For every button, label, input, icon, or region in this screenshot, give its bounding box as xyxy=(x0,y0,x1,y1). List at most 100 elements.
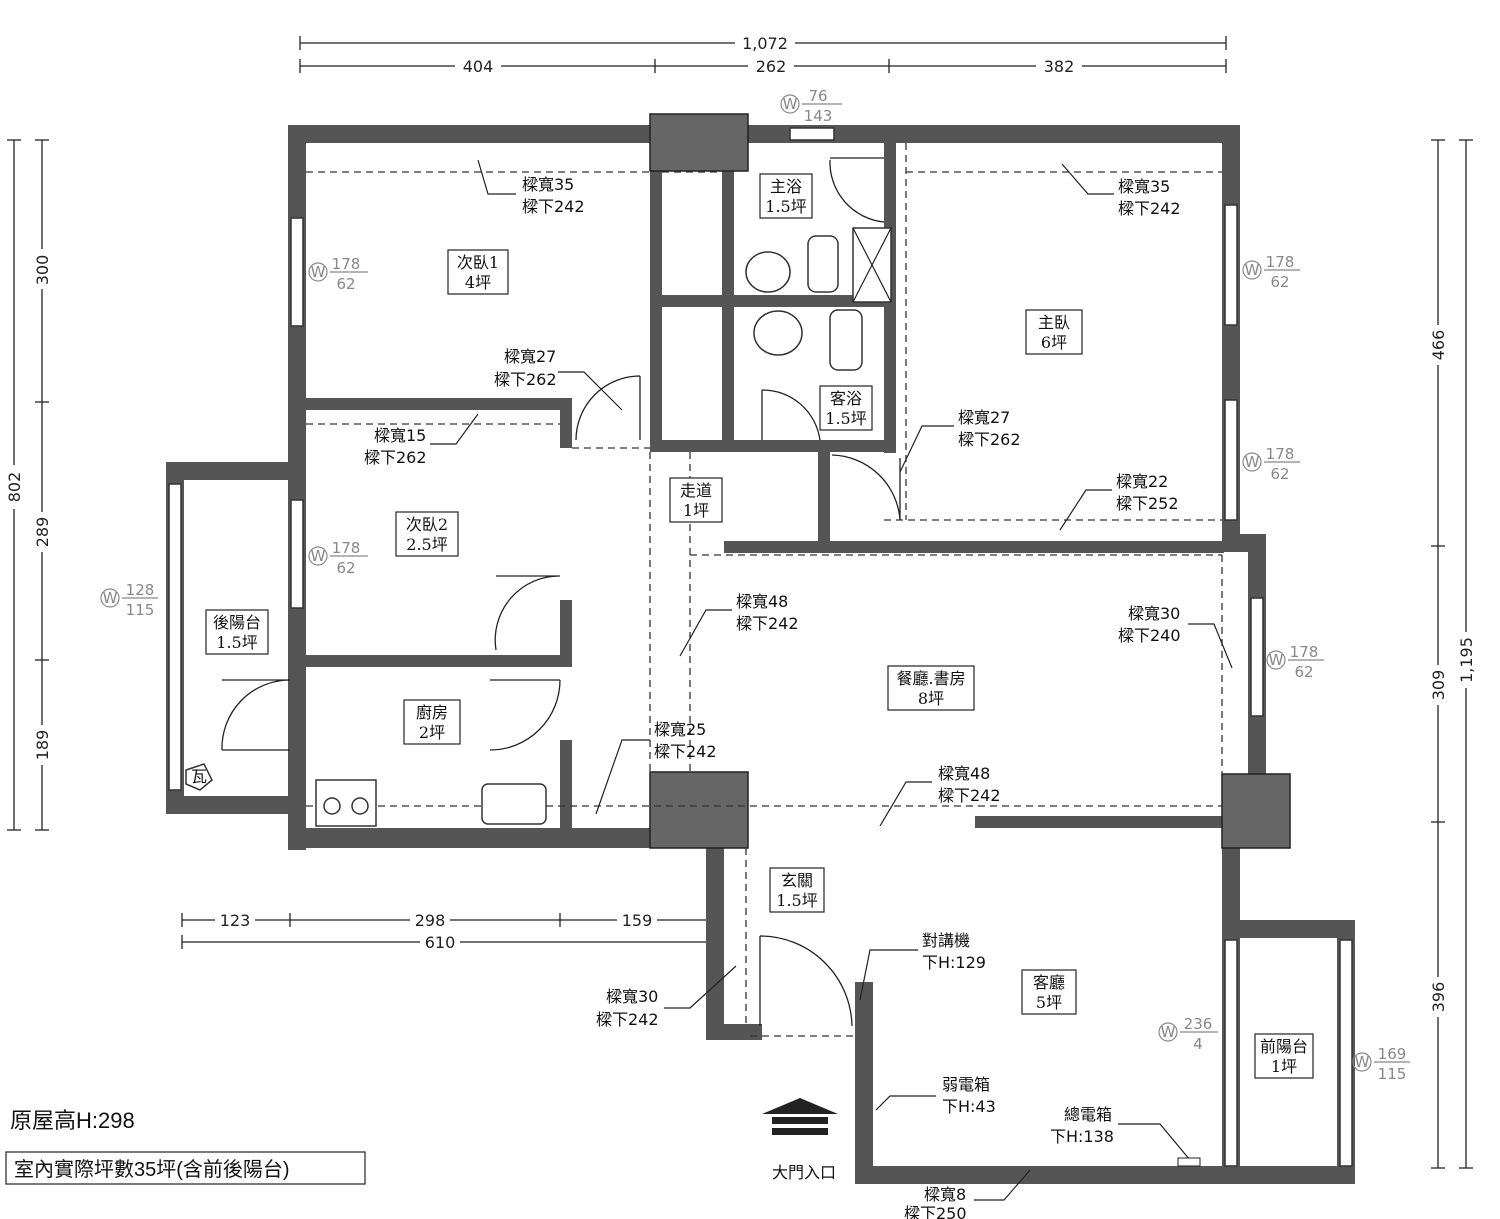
svg-text:128: 128 xyxy=(126,581,155,599)
svg-text:樑寬48: 樑寬48 xyxy=(736,592,788,611)
dim-right-seg-3: 396 xyxy=(1429,982,1448,1013)
window-label: W 178 62 xyxy=(308,539,368,577)
room-area: 1.5坪 xyxy=(765,197,806,216)
svg-text:W: W xyxy=(311,263,326,281)
room-back-balcony[interactable]: 後陽台 1.5坪 xyxy=(205,609,269,655)
room-name: 前陽台 xyxy=(1260,1037,1308,1056)
svg-text:W: W xyxy=(1269,651,1284,669)
window-label: W 169 115 xyxy=(1352,1045,1410,1083)
window-label: W 178 62 xyxy=(1242,253,1300,291)
room-bedroom1[interactable]: 次臥1 4坪 xyxy=(447,249,509,295)
weak-box-label: 弱電箱 xyxy=(942,1075,990,1094)
svg-text:W: W xyxy=(783,95,798,113)
svg-text:樑下240: 樑下240 xyxy=(1118,626,1181,645)
svg-text:178: 178 xyxy=(332,255,361,273)
dimension-lines: 1,072 404 262 382 802 300 289 189 xyxy=(5,33,1476,1169)
window-labels: W 76 143 W 178 62 W 178 62 W 178 62 xyxy=(100,87,1410,1083)
ceiling-height-note: 原屋高H:298 xyxy=(10,1108,135,1133)
svg-text:樑下262: 樑下262 xyxy=(958,430,1021,449)
room-name: 餐廳.書房 xyxy=(896,669,965,688)
svg-text:樑寬35: 樑寬35 xyxy=(1118,177,1170,196)
dim-top-seg-3: 382 xyxy=(1044,57,1075,76)
total-area-note: 室內實際坪數35坪(含前後陽台) xyxy=(14,1158,290,1181)
svg-text:樑下262: 樑下262 xyxy=(494,370,557,389)
svg-text:W: W xyxy=(103,589,118,607)
beam-label: 樑寬27 樑下262 xyxy=(494,347,623,411)
svg-text:178: 178 xyxy=(1290,643,1319,661)
svg-text:樑下250: 樑下250 xyxy=(904,1204,967,1219)
svg-text:W: W xyxy=(1245,453,1260,471)
room-bath-guest[interactable]: 客浴 1.5坪 xyxy=(819,385,873,431)
window-label: W 236 4 xyxy=(1158,1015,1218,1053)
beam-lines xyxy=(306,143,1223,1037)
svg-text:樑寬22: 樑寬22 xyxy=(1116,472,1168,491)
svg-text:樑下242: 樑下242 xyxy=(654,742,717,761)
room-bedroom2[interactable]: 次臥2 2.5坪 xyxy=(395,511,459,557)
dim-left-seg-2: 289 xyxy=(33,517,52,548)
svg-text:樑下262: 樑下262 xyxy=(364,448,427,467)
intercom-label: 對講機 xyxy=(922,931,970,950)
room-name: 廚房 xyxy=(416,703,448,722)
room-area: 1.5坪 xyxy=(825,409,866,428)
doors xyxy=(221,157,901,1027)
room-area: 2.5坪 xyxy=(406,535,447,554)
dim-bottom-seg-3: 159 xyxy=(622,911,653,930)
room-area: 1坪 xyxy=(683,501,709,520)
svg-text:115: 115 xyxy=(1378,1065,1407,1083)
svg-text:樑寬35: 樑寬35 xyxy=(522,175,574,194)
svg-text:169: 169 xyxy=(1378,1045,1407,1063)
gas-meter-icon: 瓦 xyxy=(191,767,207,786)
dim-left-seg-1: 300 xyxy=(33,255,52,286)
svg-text:W: W xyxy=(311,547,326,565)
svg-text:樑寬27: 樑寬27 xyxy=(504,347,556,366)
beam-label: 樑寬48 樑下242 xyxy=(879,764,1001,827)
room-dining-study[interactable]: 餐廳.書房 8坪 xyxy=(887,665,975,711)
dim-right-seg-1: 466 xyxy=(1429,330,1448,361)
room-area: 6坪 xyxy=(1041,333,1067,352)
svg-text:178: 178 xyxy=(332,539,361,557)
svg-text:4: 4 xyxy=(1193,1035,1203,1053)
intercom-height: 下H:129 xyxy=(922,953,986,972)
beam-label: 樑寬22 樑下252 xyxy=(1059,472,1179,531)
room-name: 客浴 xyxy=(830,389,862,408)
room-foyer[interactable]: 玄關 1.5坪 xyxy=(769,867,825,913)
structural-columns xyxy=(649,113,1291,849)
room-area: 4坪 xyxy=(465,273,491,292)
arrow-up-icon xyxy=(762,1098,838,1114)
fixtures xyxy=(185,227,892,827)
room-front-balcony[interactable]: 前陽台 1坪 xyxy=(1254,1033,1314,1079)
room-name: 主臥 xyxy=(1038,313,1070,332)
electrical-annotations: 對講機 下H:129 弱電箱 下H:43 總電箱 下H:138 xyxy=(859,931,1201,1167)
entrance-label: 大門入口 xyxy=(772,1163,836,1182)
beam-label: 樑寬35 樑下242 xyxy=(1061,163,1181,218)
window-label: W 128 115 xyxy=(100,581,158,619)
room-living[interactable]: 客廳 5坪 xyxy=(1021,969,1077,1015)
svg-text:62: 62 xyxy=(1294,663,1313,681)
room-area: 5坪 xyxy=(1036,993,1062,1012)
main-entrance[interactable]: 大門入口 xyxy=(762,1098,838,1182)
beam-label: 樑寬48 樑下242 xyxy=(679,592,799,657)
room-bath-master[interactable]: 主浴 1.5坪 xyxy=(759,173,813,219)
room-hallway[interactable]: 走道 1坪 xyxy=(669,477,723,523)
room-bedroom-master[interactable]: 主臥 6坪 xyxy=(1025,309,1083,355)
beam-labels: 樑寬35 樑下242 樑寬35 樑下242 樑寬27 樑下262 樑寬15 樑下… xyxy=(364,159,1233,1219)
svg-text:115: 115 xyxy=(126,601,155,619)
svg-text:樑寬30: 樑寬30 xyxy=(606,987,658,1006)
window-openings xyxy=(168,127,1353,1167)
svg-text:樑下242: 樑下242 xyxy=(938,786,1001,805)
room-area: 1坪 xyxy=(1271,1057,1297,1076)
dim-top-seg-2: 262 xyxy=(756,57,787,76)
dim-bottom-seg-1: 123 xyxy=(220,911,251,930)
beam-label: 樑寬30 樑下240 xyxy=(1118,604,1233,669)
room-kitchen[interactable]: 廚房 2坪 xyxy=(403,699,461,745)
dim-bottom-seg-2: 298 xyxy=(415,911,446,930)
main-box-height: 下H:138 xyxy=(1050,1127,1114,1146)
svg-text:76: 76 xyxy=(808,87,827,105)
beam-label: 樑寬25 樑下242 xyxy=(595,720,717,815)
svg-text:62: 62 xyxy=(336,559,355,577)
svg-text:樑下242: 樑下242 xyxy=(736,614,799,633)
svg-text:樑寬15: 樑寬15 xyxy=(374,426,426,445)
svg-text:樑寬8: 樑寬8 xyxy=(924,1185,966,1204)
dim-top-seg-1: 404 xyxy=(463,57,494,76)
main-box-label: 總電箱 xyxy=(1064,1105,1112,1124)
